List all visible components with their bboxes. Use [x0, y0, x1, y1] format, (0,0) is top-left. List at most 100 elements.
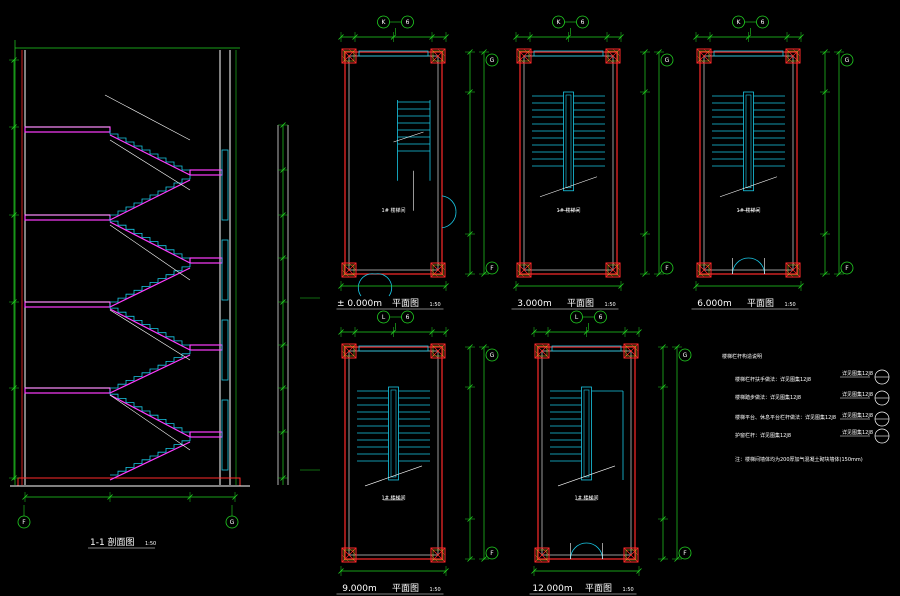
plan-bottom-dimension [338, 566, 449, 576]
column-hatch-line [341, 343, 357, 359]
plan-title-text: 平面图 [392, 298, 419, 309]
plan-top-window [713, 50, 784, 57]
column-core [343, 345, 355, 357]
stair-flight-slab [109, 441, 191, 481]
plan-side-dimensions-inner [640, 49, 650, 277]
plan-door [732, 257, 765, 275]
plan-axis-bubble-top-right: 6 [756, 15, 769, 29]
section-ground-slab [17, 477, 241, 487]
door-swing [586, 542, 603, 560]
plan-title-scale: 1:50 [605, 302, 616, 308]
column-core [536, 549, 548, 561]
column-hatch [623, 547, 639, 563]
column-hatch-line [696, 262, 712, 278]
section-left-dimensions [9, 57, 19, 481]
axis-bubble-circle [485, 348, 499, 362]
plan-room-label: 1# 楼梯间 [382, 207, 406, 214]
plan-axis-bubble-top-left: L [570, 310, 583, 324]
stair-flight-down [109, 217, 191, 264]
stair-well [388, 386, 399, 481]
column-core [343, 50, 355, 62]
stair-flight-steps [109, 217, 190, 259]
column-core [625, 345, 637, 357]
column-hatch [605, 262, 621, 278]
column-core [607, 264, 619, 276]
column-hatch-line [534, 343, 550, 359]
notes-line: 护窗栏杆：详见图集12J8 [735, 432, 791, 439]
column-hatch-line [630, 547, 639, 556]
column-hatch-line [605, 55, 614, 64]
axis-bubble-label: F [845, 265, 849, 272]
section-railing-line [109, 309, 191, 361]
notes-line: 楼梯栏杆扶手做法：详见图集12J8 [735, 376, 811, 383]
column-hatch [341, 262, 357, 278]
column-core [343, 264, 355, 276]
stair-well [581, 386, 592, 481]
stair-flight-up [109, 175, 191, 221]
column-hatch-line [785, 48, 801, 64]
column-hatch-line [541, 547, 550, 556]
detail-ref-bubble [874, 390, 890, 406]
stair-flight-slab [109, 267, 191, 308]
column-core [607, 50, 619, 62]
stair-flight-slab [109, 394, 191, 438]
notes-block: 楼梯栏杆构造说明楼梯栏杆扶手做法：详见图集12J8楼梯踏步做法：详见图集12J8… [722, 353, 890, 463]
plan-stair [550, 386, 624, 501]
notes-line: 楼梯平台、休息平台栏杆做法：详见图集12J8 [735, 414, 836, 421]
door-swing [441, 211, 457, 229]
column-hatch-line [534, 554, 543, 563]
plan-axis-bubble-top-right: 6 [401, 310, 414, 324]
stair-flight-steps [110, 263, 191, 303]
plan-elevation: 12.000m [532, 584, 572, 594]
column-hatch-line [341, 547, 357, 563]
column-hatch-line [516, 269, 525, 278]
section-floor-slab [24, 214, 111, 221]
column-core [787, 50, 799, 62]
axis-bubble-circle [678, 546, 692, 560]
stair-flight-up [109, 437, 191, 481]
axis-bubble-circle [485, 261, 499, 275]
column-core [432, 264, 444, 276]
axis-bubble-label: F [22, 519, 26, 526]
axis-bubble-label: 6 [406, 19, 410, 26]
plan-room-label: 1# 楼梯间 [737, 207, 761, 214]
column-core [432, 345, 444, 357]
plan-elevation: 9.000m [342, 584, 377, 594]
column-hatch-line [785, 55, 794, 64]
column-hatch-line [341, 262, 357, 278]
plan-inner-wall [541, 350, 632, 556]
stair-flight-down [109, 130, 191, 176]
column-hatch-line [516, 48, 532, 64]
plan-top-dimensions [693, 32, 804, 42]
column-core [787, 264, 799, 276]
column-hatch-line [623, 547, 639, 563]
plan-axis-bubble-side-bottom: F [678, 546, 692, 560]
column-hatch-line [341, 350, 350, 359]
axis-bubble-circle [485, 53, 499, 67]
column-hatch [696, 48, 712, 64]
plan-room-label: 1# 楼梯间 [557, 207, 581, 214]
plan-top-window [358, 50, 429, 57]
column-hatch-line [430, 55, 439, 64]
column-hatch-line [348, 262, 357, 271]
stair-flight-slab [109, 221, 191, 264]
plan-bottom-dimension [513, 281, 624, 291]
section-landing-slab [189, 431, 223, 438]
plan-axis-bubble-top-left: L [377, 310, 390, 324]
axis-bubble-circle [485, 546, 499, 560]
plan-outer-wall [344, 346, 443, 560]
column-hatch-line [630, 343, 639, 352]
column-hatch [430, 343, 446, 359]
plan-stair [712, 91, 785, 212]
stair-direction-line [539, 176, 598, 198]
section-floor-slab [24, 387, 111, 394]
column-hatch [605, 48, 621, 64]
section-window [221, 239, 229, 301]
plan-elevation: ± 0.000m [337, 299, 382, 309]
column-hatch-line [348, 343, 357, 352]
column-hatch-line [348, 48, 357, 57]
plan-stair [532, 91, 605, 212]
